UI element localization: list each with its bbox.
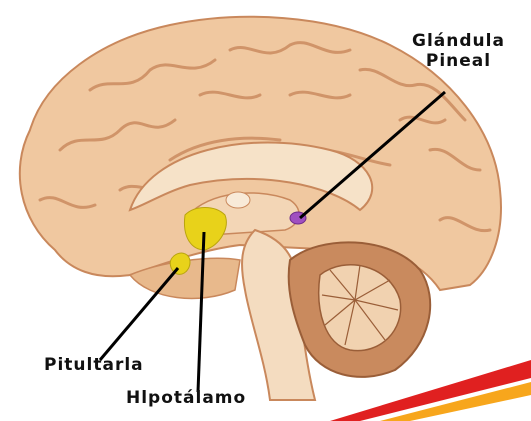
pituitary-label: Pitultarla xyxy=(44,356,144,376)
hypothalamus-label: Hlpotálamo xyxy=(126,389,246,409)
hypothalamus-leader-line xyxy=(198,232,204,392)
pineal-label-line1: Glándula xyxy=(412,32,505,52)
cerebellum xyxy=(289,242,431,377)
pineal-label: Glándula Pineal xyxy=(412,32,505,71)
pineal-label-line2: Pineal xyxy=(412,52,505,72)
pituitary-gland xyxy=(170,253,190,274)
